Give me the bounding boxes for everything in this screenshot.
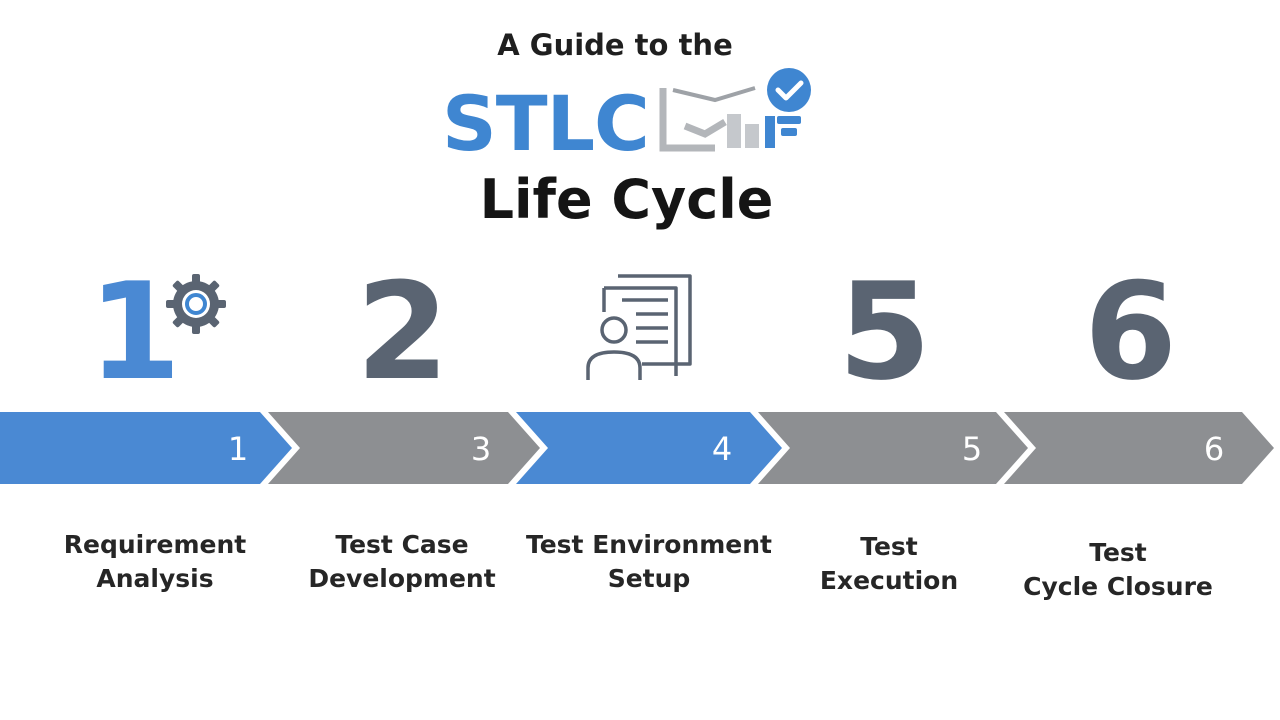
stage-label-requirement-analysis: Requirement Analysis [63, 530, 247, 593]
lightbulb-check-icon [659, 68, 811, 152]
chevron-number-1: 1 [227, 430, 249, 468]
big-number-5: 5 [838, 254, 932, 410]
stage-label-test-execution: Test Execution [819, 532, 959, 595]
chevron-3 [268, 412, 540, 484]
gear-icon [166, 274, 226, 334]
document-user-icon [586, 274, 692, 380]
chevron-number-4: 4 [711, 430, 733, 468]
stage-label-test-case-development: Test Case Development [308, 530, 496, 593]
stage-label-test-cycle-closure: Test Cycle Closure [1023, 538, 1213, 601]
stage-label-test-environment-setup: Test Environment Setup [525, 530, 773, 593]
big-number-1: 1 [88, 254, 182, 410]
main-title: Life Cycle [479, 168, 774, 231]
chevron-number-5: 5 [961, 430, 983, 468]
chevron-4 [516, 412, 782, 484]
subtitle: A Guide to the [497, 28, 733, 62]
chevron-6 [1004, 412, 1274, 484]
chevron-1 [0, 412, 292, 484]
brand-title: STLC [442, 79, 650, 168]
process-chevron-bar [0, 412, 1274, 484]
chevron-5 [758, 412, 1028, 484]
chevron-number-3: 3 [470, 430, 492, 468]
chevron-number-6: 6 [1203, 430, 1225, 468]
big-number-2: 2 [356, 254, 450, 410]
big-number-6: 6 [1084, 254, 1178, 410]
